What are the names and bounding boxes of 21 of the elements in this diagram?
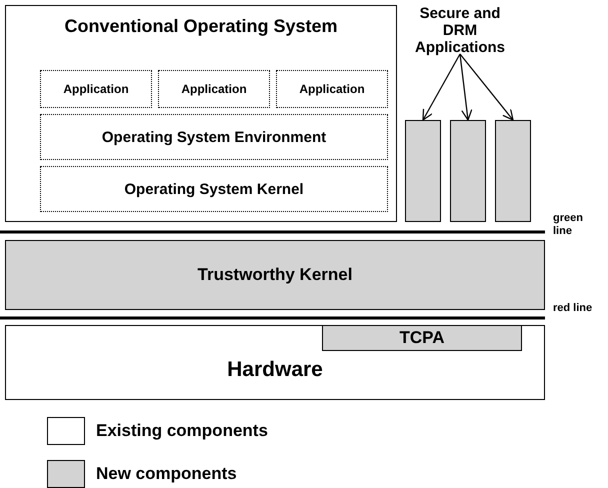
kernel-band: Trustworthy Kernel <box>5 240 545 310</box>
application-bar <box>405 120 441 222</box>
module-box: TCPA <box>322 325 522 351</box>
legend-text: Existing components <box>96 421 268 441</box>
arrow <box>459 54 472 121</box>
line-label: red line <box>553 302 593 315</box>
box-title: Hardware <box>226 358 324 382</box>
application-box: Application <box>158 70 270 108</box>
kernel-box: Operating System Kernel <box>40 166 388 212</box>
os-box <box>5 5 397 222</box>
application-box: Application <box>276 70 388 108</box>
environment-box: Operating System Environment <box>40 114 388 160</box>
legend-text: New components <box>96 464 237 484</box>
application-bar <box>450 120 486 222</box>
line-label: green line <box>553 212 584 238</box>
arrow <box>422 54 461 121</box>
application-bar <box>495 120 531 222</box>
arrow <box>460 54 514 121</box>
application-box: Application <box>40 70 152 108</box>
hardware-box <box>5 325 545 400</box>
box-title: Conventional Operating System <box>63 16 339 37</box>
